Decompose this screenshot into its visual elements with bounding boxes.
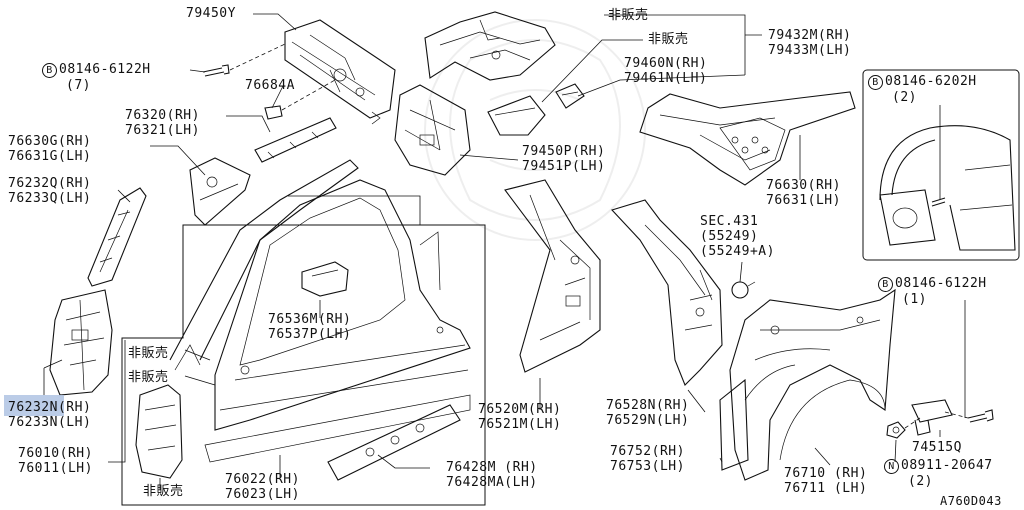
label-not-sold-e: 非販売 bbox=[648, 32, 689, 47]
highlight-76232n bbox=[4, 395, 64, 416]
label-76630g[interactable]: 76630G(RH)76631G(LH) bbox=[8, 134, 92, 164]
label-79450y[interactable]: 79450Y bbox=[186, 6, 236, 21]
label-76232q[interactable]: 76232Q(RH)76233Q(LH) bbox=[8, 176, 92, 206]
part-76630g bbox=[189, 157, 251, 226]
circled-b-symbol: B bbox=[42, 63, 57, 78]
label-76320[interactable]: 76320(RH)76321(LH) bbox=[125, 108, 200, 138]
label-not-sold-b: 非販売 bbox=[128, 370, 169, 385]
label-79432m[interactable]: 79432M(RH)79433M(LH) bbox=[768, 28, 852, 58]
label-79450p[interactable]: 79450P(RH)79451P(LH) bbox=[522, 144, 606, 174]
part-76232q bbox=[87, 187, 147, 287]
circled-b-symbol: B bbox=[868, 75, 883, 90]
label-76520m[interactable]: 76520M(RH)76521M(LH) bbox=[478, 402, 562, 432]
part-79432m bbox=[424, 11, 556, 81]
part-76320 bbox=[254, 117, 337, 163]
label-76022[interactable]: 76022(RH)76023(LH) bbox=[225, 472, 300, 502]
part-76010-body-side bbox=[169, 159, 471, 463]
circled-b-symbol: B bbox=[878, 277, 893, 292]
bracket-74515q bbox=[911, 399, 953, 436]
label-76232n[interactable]: 76232N(RH)76233N(LH) bbox=[8, 400, 92, 430]
label-76528n[interactable]: 76528N(RH)76529N(LH) bbox=[606, 398, 690, 428]
part-76428m-sill bbox=[327, 404, 461, 481]
label-76630[interactable]: 76630(RH)76631(LH) bbox=[766, 178, 841, 208]
part-inset-wheel-arch bbox=[879, 125, 1016, 251]
clip-icon bbox=[264, 79, 336, 120]
part-76630-rear-rail bbox=[639, 91, 856, 186]
inset-frame-wheel-arch bbox=[862, 69, 1020, 261]
label-76752[interactable]: 76752(RH)76753(LH) bbox=[610, 444, 685, 474]
part-79450y bbox=[284, 19, 396, 125]
label-76428m[interactable]: 76428M (RH)76428MA(LH) bbox=[446, 460, 538, 490]
circled-n-symbol: N bbox=[884, 459, 899, 474]
label-76684a[interactable]: 76684A bbox=[245, 78, 295, 93]
ring-icon bbox=[731, 281, 756, 299]
label-76710[interactable]: 76710 (RH)76711 (LH) bbox=[784, 466, 868, 496]
label-74515q[interactable]: 74515Q bbox=[912, 440, 962, 455]
part-76710-wheel-house bbox=[729, 288, 896, 481]
nut-icon bbox=[886, 421, 906, 439]
bolt-icon bbox=[202, 43, 286, 77]
label-not-sold-d: 非販売 bbox=[608, 8, 649, 23]
part-76232n bbox=[49, 289, 113, 396]
part-inner-brace bbox=[135, 384, 183, 479]
leader-lines bbox=[43, 13, 969, 490]
part-79450p bbox=[394, 84, 471, 176]
part-76536m bbox=[301, 261, 349, 297]
label-not-sold-a: 非販売 bbox=[128, 346, 169, 361]
part-76520m bbox=[504, 179, 601, 373]
part-76752 bbox=[719, 378, 749, 471]
part-79460n bbox=[555, 83, 585, 109]
bolt-icon bbox=[967, 409, 994, 423]
watermark bbox=[424, 19, 646, 241]
label-not-sold-c: 非販売 bbox=[143, 484, 184, 499]
frame-leader bbox=[288, 195, 421, 225]
part-center-brace bbox=[487, 95, 546, 136]
label-sec-431[interactable]: SEC.431 (55249) (55249+A) bbox=[700, 214, 775, 259]
inset-frame-body-side bbox=[121, 224, 486, 506]
label-76536m[interactable]: 76536M(RH)76537P(LH) bbox=[268, 312, 352, 342]
label-76010[interactable]: 76010(RH)76011(LH) bbox=[18, 446, 93, 476]
part-76528n bbox=[610, 199, 723, 386]
diagram-code: A760D043 bbox=[940, 494, 1002, 508]
label-79460n[interactable]: 79460N(RH)79461N(LH) bbox=[624, 56, 708, 86]
